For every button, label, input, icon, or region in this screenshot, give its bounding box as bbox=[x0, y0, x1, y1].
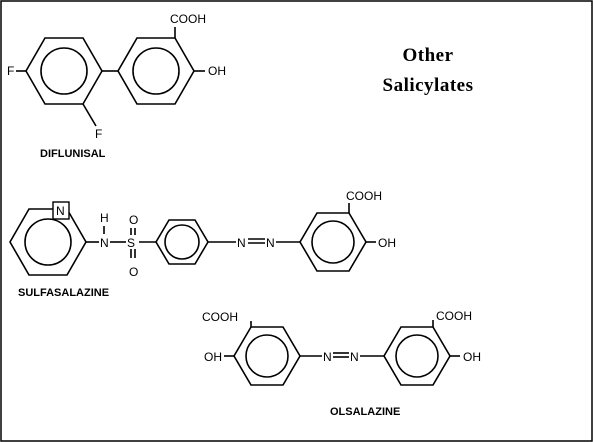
sulfasalazine-middle-ring bbox=[155, 219, 209, 265]
diflunisal-hydroxyl: OH bbox=[208, 64, 226, 78]
diflunisal-ring-right-aromatic bbox=[132, 47, 180, 95]
title-line-1: Other bbox=[402, 45, 453, 66]
sulfasalazine-azo-n1: N bbox=[237, 236, 246, 250]
olsalazine-carboxyl-left: COOH bbox=[202, 310, 238, 324]
sulfasalazine-hydroxyl: OH bbox=[378, 236, 396, 250]
sulfasalazine-ring-n: N bbox=[56, 204, 65, 218]
diflunisal-ring-left-aromatic bbox=[40, 47, 88, 95]
olsalazine-structure: COOH OH N N COOH OH bbox=[202, 309, 481, 386]
sulfasalazine-middle-aromatic bbox=[164, 224, 200, 260]
diflunisal-label: DIFLUNISAL bbox=[40, 148, 106, 160]
sulfasalazine-oxygen-bottom: O bbox=[129, 265, 138, 279]
olsalazine-hydroxyl-right: OH bbox=[463, 350, 481, 364]
olsalazine-ring-right-aromatic bbox=[395, 334, 439, 378]
olsalazine-azo-n2: N bbox=[350, 350, 359, 364]
sulfasalazine-salicylic-aromatic bbox=[311, 220, 355, 264]
diflunisal-fluoro-bottom: F bbox=[95, 127, 102, 141]
diflunisal-f-bottom-bond bbox=[82, 103, 97, 127]
olsalazine-carboxyl-right: COOH bbox=[436, 309, 472, 323]
sulfasalazine-nh: N bbox=[100, 236, 109, 250]
sulfasalazine-carboxyl: COOH bbox=[346, 189, 382, 203]
olsalazine-label: OLSALAZINE bbox=[330, 406, 400, 418]
sulfasalazine-sulfur: S bbox=[127, 236, 135, 250]
sulfasalazine-azo-n2: N bbox=[266, 236, 275, 250]
sulfasalazine-ring-n-box bbox=[52, 201, 70, 220]
diflunisal-fluoro-left: F bbox=[7, 64, 14, 78]
olsalazine-hydroxyl-left: OH bbox=[204, 350, 222, 364]
sulfasalazine-structure: N N H S O O N N COOH OH bbox=[9, 189, 396, 279]
sulfasalazine-oxygen-top: O bbox=[129, 213, 138, 227]
diflunisal-carboxyl: COOH bbox=[170, 12, 206, 26]
diflunisal-structure: F F COOH OH bbox=[7, 12, 226, 141]
sulfasalazine-pyridine-aromatic bbox=[24, 218, 72, 266]
olsalazine-ring-left-aromatic bbox=[245, 334, 289, 378]
sulfasalazine-label: SULFASALAZINE bbox=[18, 287, 109, 299]
sulfasalazine-h: H bbox=[100, 211, 109, 225]
olsalazine-azo-n1: N bbox=[323, 350, 332, 364]
title-line-2: Salicylates bbox=[383, 75, 474, 96]
